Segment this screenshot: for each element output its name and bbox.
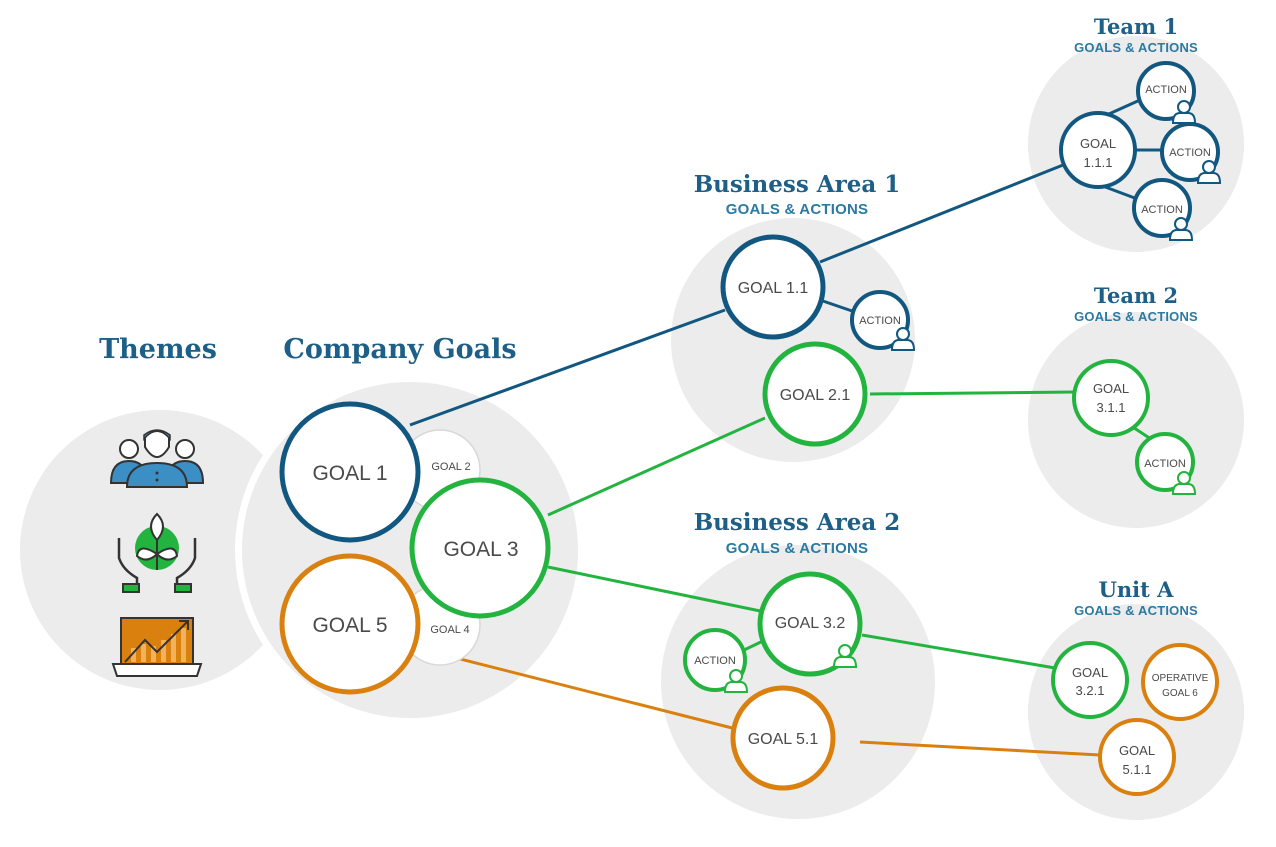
goal-3-2-circle[interactable] <box>757 571 863 677</box>
goal-2-1-circle[interactable] <box>762 341 868 447</box>
team-2-subtitle: GOALS & ACTIONS <box>1074 309 1198 324</box>
team1-action-1-label: ACTION <box>1145 84 1187 96</box>
connector-goal1-1-action <box>819 298 856 314</box>
team2-action-label: ACTION <box>1144 458 1186 470</box>
goal-5-1-label: GOAL 5.1 <box>748 731 819 748</box>
business-area-2-subtitle: GOALS & ACTIONS <box>726 540 868 557</box>
goal-3-circle[interactable] <box>409 477 551 619</box>
goal-5-1-1-circle[interactable] <box>1098 718 1176 796</box>
unit-a-title: Unit A <box>1099 577 1175 602</box>
team-1-title: Team 1 <box>1094 14 1178 39</box>
operative-goal-6-label-line1: OPERATIVE <box>1152 673 1209 684</box>
goal-5-1-1-label-line2: 5.1.1 <box>1123 762 1152 777</box>
ba1-action-label: ACTION <box>859 315 901 327</box>
goal-5-1-circle[interactable] <box>730 685 836 791</box>
goal-3-2-1-label-line1: GOAL <box>1072 665 1108 680</box>
connector-goal5-1-goal5-1-1 <box>859 740 1101 757</box>
business-area-2-bg-circle <box>661 545 935 819</box>
operative-goal-6-label-line2: GOAL 6 <box>1162 688 1198 699</box>
business-area-2-title: Business Area 2 <box>694 509 901 536</box>
connector-goal3-goal3-2 <box>547 565 766 614</box>
laptop-growth-chart-icon <box>111 617 203 677</box>
goal-5-1-1-label-line1: GOAL <box>1119 743 1155 758</box>
team-2-title: Team 2 <box>1094 283 1178 308</box>
goal-3-1-1-circle[interactable] <box>1072 359 1150 437</box>
goal-1-1-1-label-line2: 1.1.1 <box>1084 155 1113 170</box>
goal-2-1-label: GOAL 2.1 <box>780 387 851 404</box>
goal-1-circle[interactable] <box>279 401 421 543</box>
goal-1-1-1-label-line1: GOAL <box>1080 136 1116 151</box>
people-group-icon <box>109 429 205 488</box>
company-goals-title: Company Goals <box>283 334 516 365</box>
goal-3-1-1-label-line1: GOAL <box>1093 381 1129 396</box>
team-1-subtitle: GOALS & ACTIONS <box>1074 40 1198 55</box>
connector-goal3-2-goal3-2-1 <box>861 633 1056 670</box>
goal-4-label: GOAL 4 <box>430 624 469 636</box>
goal-3-2-1-circle[interactable] <box>1051 641 1129 719</box>
team1-action-3-label: ACTION <box>1141 204 1183 216</box>
goal-1-label: GOAL 1 <box>312 462 387 485</box>
goal-1-1-label: GOAL 1.1 <box>738 280 809 297</box>
goal-5-label: GOAL 5 <box>312 614 387 637</box>
connector-goal3-goal2-1 <box>547 416 766 517</box>
business-area-1-subtitle: GOALS & ACTIONS <box>726 201 868 218</box>
goal-1-1-1-circle[interactable] <box>1059 111 1137 189</box>
connector-goal1-1-goal1-1-1 <box>819 163 1064 264</box>
unit-a-subtitle: GOALS & ACTIONS <box>1074 603 1198 618</box>
goal-1-1-circle[interactable] <box>720 234 826 340</box>
connector-goal1-goal1-1 <box>409 308 726 427</box>
goal-2-label: GOAL 2 <box>431 461 470 473</box>
ba2-action-label: ACTION <box>694 655 736 667</box>
goal-3-2-label: GOAL 3.2 <box>775 615 846 632</box>
goal-3-label: GOAL 3 <box>443 538 518 561</box>
connector-goal2-1-goal3-1-1 <box>869 390 1076 396</box>
themes-title: Themes <box>99 334 217 365</box>
sustainability-plant-hands-icon <box>117 512 197 593</box>
operative-goal-6-circle[interactable] <box>1141 643 1219 721</box>
business-area-1-title: Business Area 1 <box>694 171 901 198</box>
goal-5-circle[interactable] <box>279 553 421 695</box>
goal-3-2-1-label-line2: 3.2.1 <box>1076 683 1105 698</box>
ba1-action-circle[interactable] <box>850 290 910 350</box>
team1-action-2-label: ACTION <box>1169 147 1211 159</box>
goal-3-1-1-label-line2: 3.1.1 <box>1097 400 1126 415</box>
